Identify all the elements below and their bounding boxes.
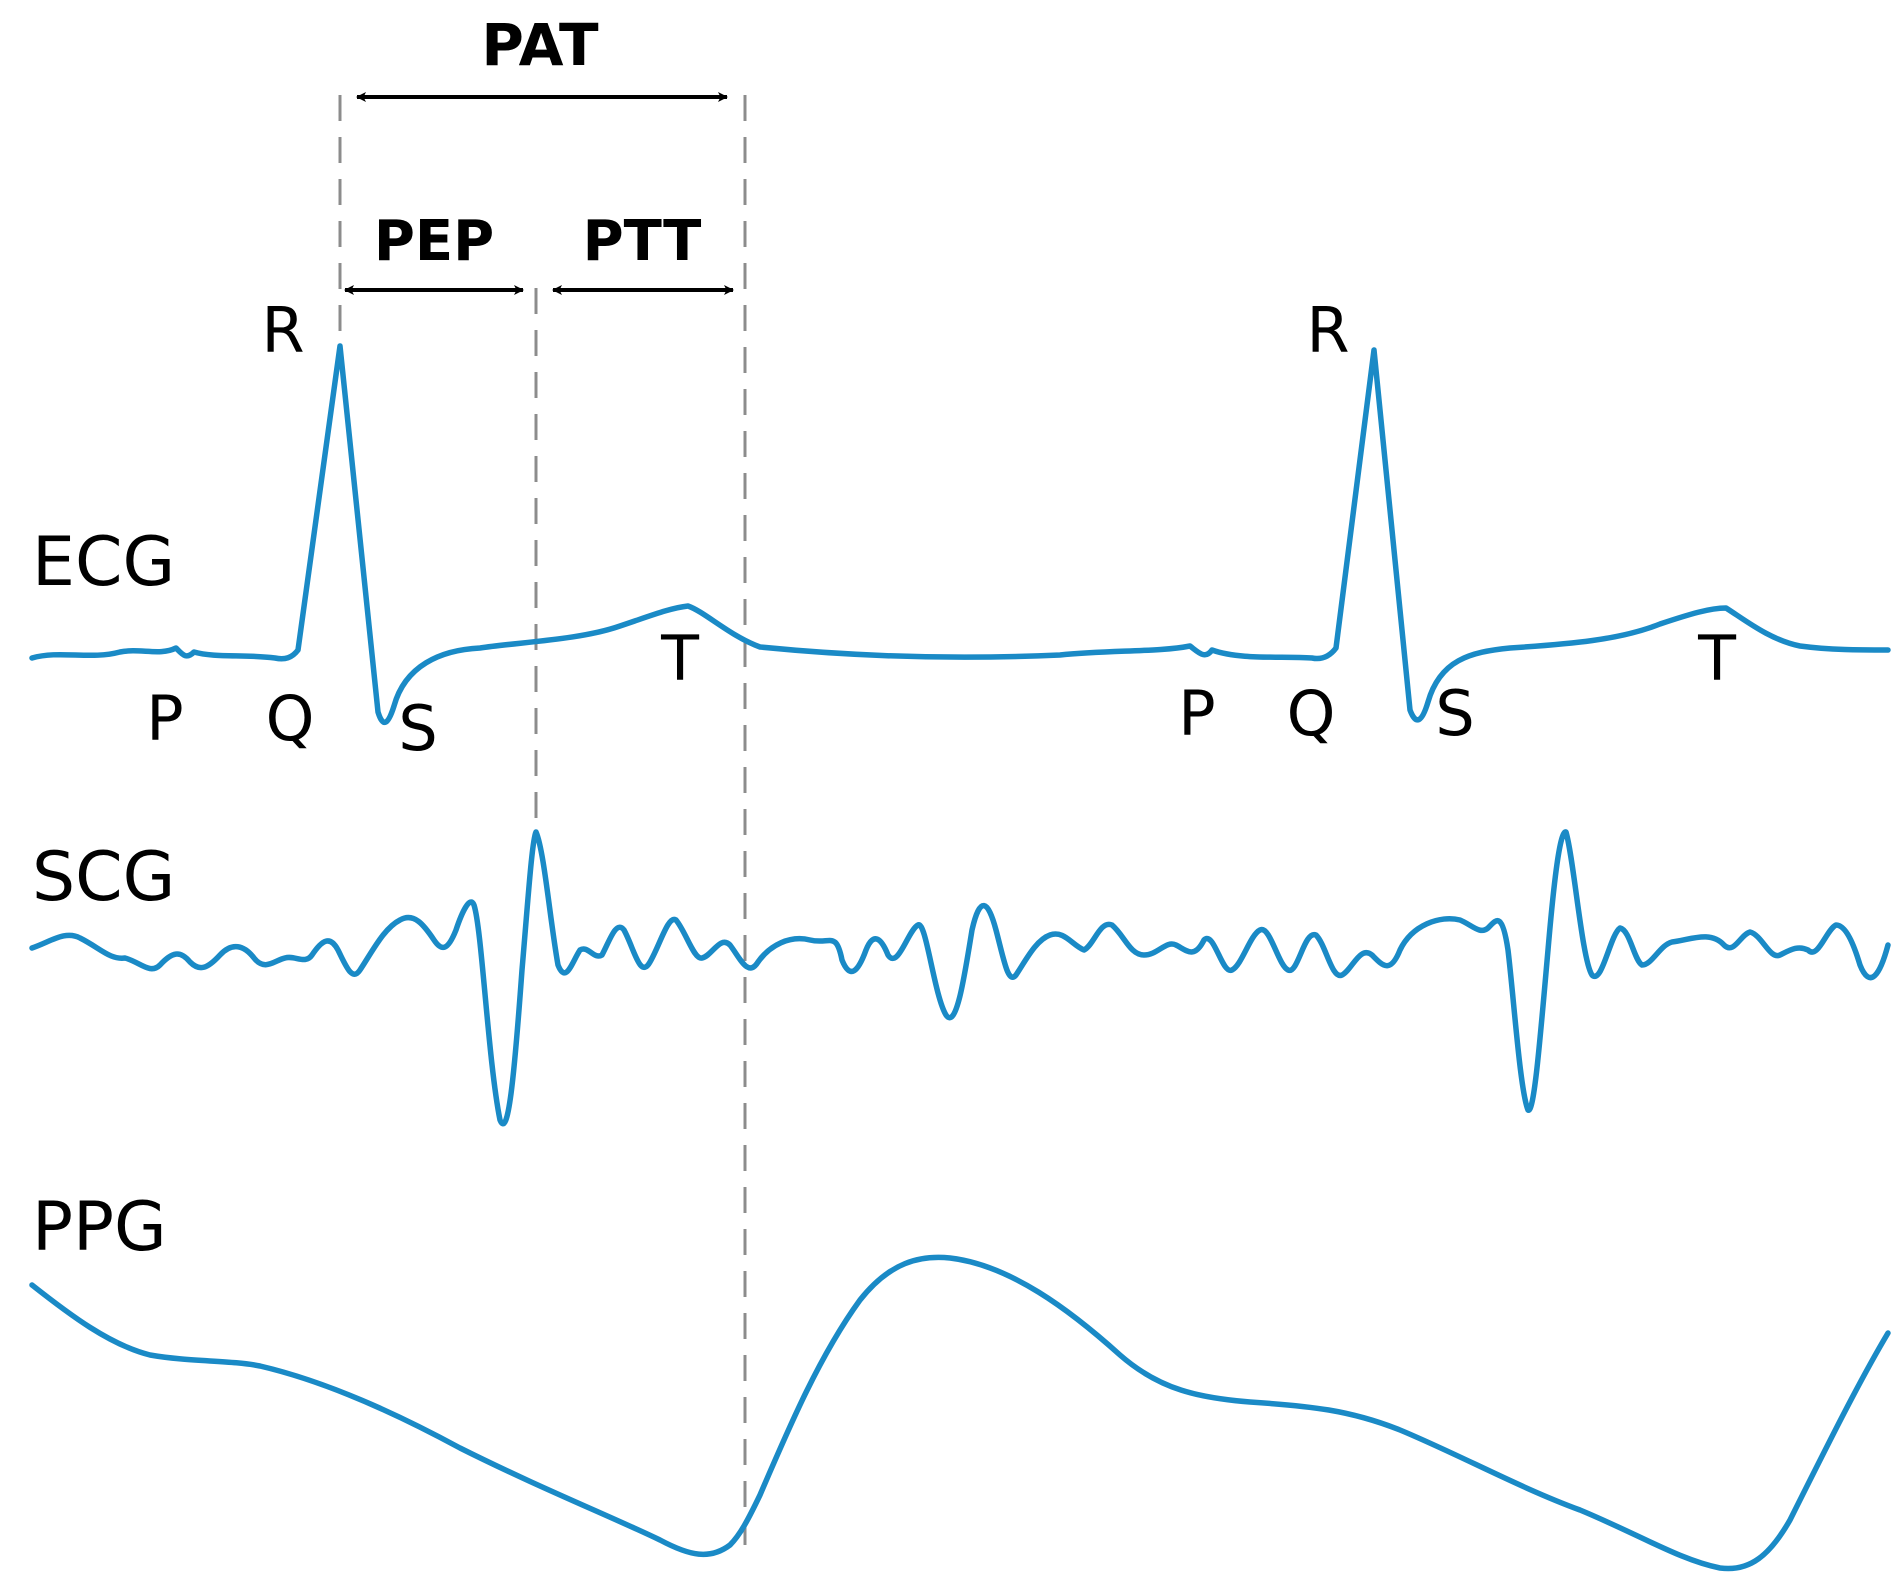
beat1-p-wave-label: P <box>146 682 183 755</box>
ppg-waveform <box>29 1254 1891 1572</box>
beat1-r-wave-label: R <box>261 294 304 367</box>
beat1-t-wave-label: T <box>660 622 700 695</box>
scg-signal-label: SCG <box>32 838 175 917</box>
ppg-signal-label: PPG <box>32 1188 167 1267</box>
beat2-s-wave-label: S <box>1435 677 1474 750</box>
beat2-r-wave-label: R <box>1306 294 1349 367</box>
beat2-q-wave-label: Q <box>1287 677 1336 750</box>
beat2-t-wave-label: T <box>1697 622 1737 695</box>
pep-label: PEP <box>374 209 494 274</box>
ecg-waveform <box>29 343 1891 725</box>
beat2-p-wave-label: P <box>1178 677 1215 750</box>
scg-waveform <box>29 829 1891 1127</box>
beat1-q-wave-label: Q <box>266 682 315 755</box>
ecg-signal-label: ECG <box>32 523 175 602</box>
beat1-s-wave-label: S <box>398 692 437 765</box>
pat-label: PAT <box>481 11 599 79</box>
ptt-label: PTT <box>583 209 702 274</box>
